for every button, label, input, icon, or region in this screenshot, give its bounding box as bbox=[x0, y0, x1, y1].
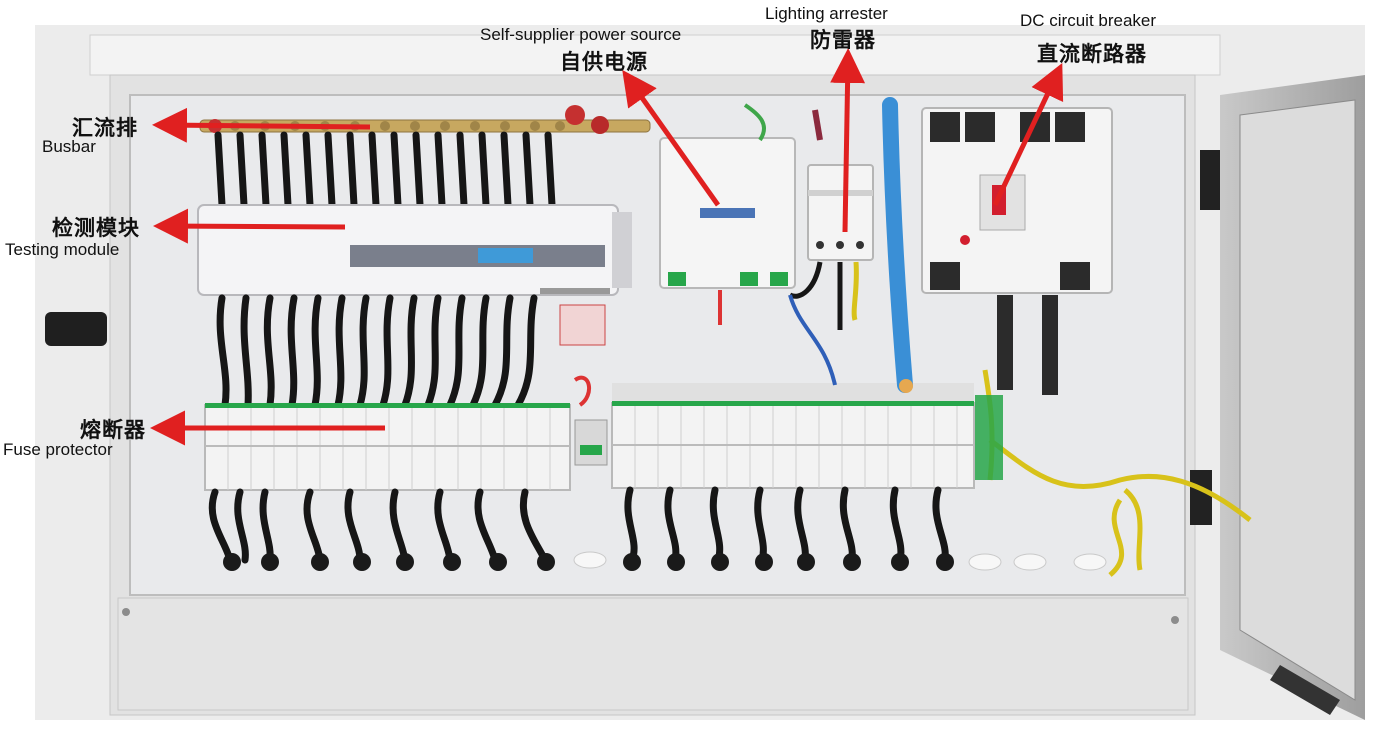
callout-arrows bbox=[150, 48, 1064, 446]
power-source-label-en: Self-supplier power source bbox=[480, 25, 682, 44]
dc-breaker-label-cn: 直流断路器 bbox=[1037, 42, 1147, 66]
blue-cable bbox=[882, 97, 913, 393]
fuse-protector-label-en: Fuse protector bbox=[3, 440, 113, 459]
lighting-arrester-label-cn: 防雷器 bbox=[810, 28, 876, 52]
fuse-protector-label-cn: 熔断器 bbox=[80, 418, 146, 442]
busbar-label-cn: 汇流排 bbox=[72, 116, 138, 140]
testing-module-label-en: Testing module bbox=[5, 240, 120, 259]
earth-terminal bbox=[975, 395, 1003, 480]
lighting-arrester-module bbox=[788, 109, 874, 386]
lighting-arrester-label-en: Lighting arrester bbox=[765, 4, 888, 23]
spare-glands bbox=[573, 551, 1107, 571]
dc-breaker-label-en: DC circuit breaker bbox=[1020, 11, 1157, 30]
upper-cables bbox=[214, 131, 556, 209]
busbar-label-en: Busbar bbox=[42, 137, 96, 156]
testing-module bbox=[197, 204, 632, 296]
dc-circuit-breaker bbox=[921, 107, 1113, 395]
fuse-block-right bbox=[611, 383, 975, 489]
fuse-block-left bbox=[204, 403, 571, 491]
cabinet-door bbox=[1190, 75, 1365, 720]
power-source-module bbox=[659, 103, 796, 325]
testing-module-label-cn: 检测模块 bbox=[52, 216, 140, 240]
terminal-strip bbox=[574, 419, 608, 466]
middle-cables bbox=[216, 294, 538, 409]
power-source-label-cn: 自供电源 bbox=[560, 50, 648, 74]
cable-glands bbox=[223, 553, 954, 571]
signal-wires bbox=[559, 304, 606, 407]
door-latch bbox=[45, 312, 107, 346]
